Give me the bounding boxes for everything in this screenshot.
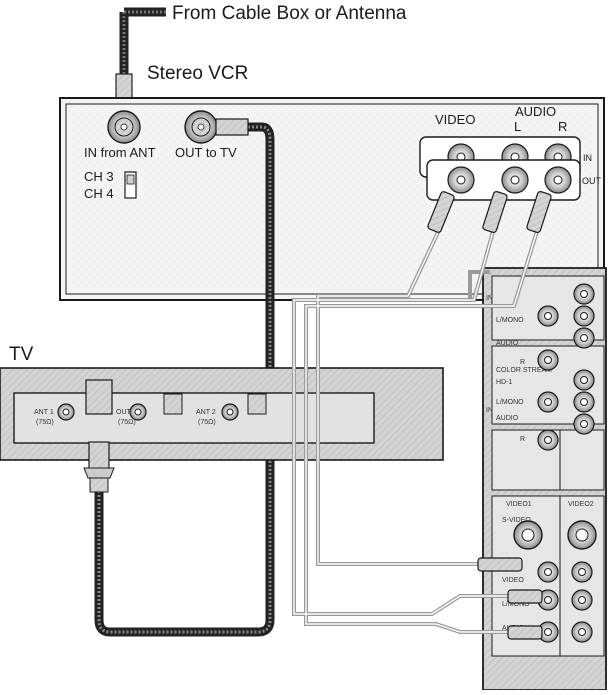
source-cable [115, 7, 166, 101]
component-pb-jack-2 [573, 391, 595, 413]
rca-plug-video [427, 191, 455, 233]
tv-out-jack [129, 403, 147, 421]
tv-panel-color-stream: COLOR STREAM [496, 367, 552, 374]
rca-plug-audio-l [482, 190, 508, 234]
vcr-out-to-tv-label: OUT to TV [175, 145, 237, 160]
tv-panel-video: VIDEO [502, 577, 524, 584]
vcr-to-tv-coax [94, 118, 275, 637]
vcr-out-to-tv-jack [184, 110, 218, 144]
component-pr-jack-2 [573, 413, 595, 435]
tv-panel-lmono-1: L/MONO [496, 317, 524, 324]
tv-panel-lmono-2: L/MONO [496, 399, 524, 406]
vcr-ch4-label: CH 4 [84, 186, 114, 201]
tv-panel-r-2: R [520, 436, 525, 443]
audio-r-jack-2 [537, 429, 559, 451]
vcr-video-label: VIDEO [435, 112, 475, 127]
svideo-jack-2 [567, 520, 597, 550]
coax-connector [115, 73, 133, 101]
audio-r-jack-4 [571, 621, 593, 643]
tv-panel-in1: IN [486, 295, 493, 302]
component-pb-jack-1 [573, 305, 595, 327]
vcr-audio-label: AUDIO [515, 104, 556, 119]
vcr-audio-l-label: L [514, 119, 521, 134]
tv-panel-video2: VIDEO2 [568, 501, 594, 508]
vcr-in-from-ant-jack [107, 110, 141, 144]
vcr-ch3-label: CH 3 [84, 169, 114, 184]
source-label: From Cable Box or Antenna [172, 3, 407, 24]
vcr-out-audio-r-jack [544, 166, 572, 194]
video-jack-1 [537, 561, 559, 583]
tv-panel-svideo: S-VIDEO [502, 517, 531, 524]
tv-panel-in2: IN [486, 407, 493, 414]
audio-l-jack-4 [571, 589, 593, 611]
tv-panel-audio-1: AUDIO [496, 340, 519, 347]
tv-panel-video1: VIDEO1 [506, 501, 532, 508]
tv-out-ohm: (75Ω) [118, 419, 136, 426]
audio-l-jack-1 [537, 305, 559, 327]
rca-plug-tv-video [477, 557, 523, 572]
vcr-audio-r-label: R [558, 119, 567, 134]
tv-panel-hd1: HD-1 [496, 379, 512, 386]
vcr-title: Stereo VCR [147, 63, 248, 84]
tv-panel-r-1: R [520, 359, 525, 366]
tv-ant2-jack [221, 403, 239, 421]
tv-coax-plug [83, 441, 115, 493]
tv-panel-lmono-3: L/MONO [502, 601, 530, 608]
tv-panel-audio-2: AUDIO [496, 415, 519, 422]
video-jack-2 [571, 561, 593, 583]
tv-out-label: OUT [116, 409, 132, 416]
component-y-jack-2 [573, 369, 595, 391]
tv-ant1-label: ANT 1 [34, 409, 54, 416]
rca-plug-audio-r [526, 190, 552, 234]
tv-title: TV [9, 344, 34, 365]
audio-l-jack-2 [537, 391, 559, 413]
ch-switch-knob [126, 174, 135, 185]
vcr-in-from-ant-label: IN from ANT [84, 145, 156, 160]
tv-rear-strip [0, 367, 444, 461]
vcr-out-audio-l-jack [501, 166, 529, 194]
svideo-jack-1 [513, 520, 543, 550]
tv-ant1-ohm: (75Ω) [36, 419, 54, 426]
audio-r-jack-1 [537, 349, 559, 371]
vcr-out-video-jack [447, 166, 475, 194]
tv-panel-jacks [513, 283, 597, 643]
vcr-out-label: OUT [582, 176, 602, 186]
av-cables-core [293, 227, 540, 633]
tv-ant1-jack [57, 403, 75, 421]
rca-plug-tv-audio-l [507, 589, 543, 604]
tv-ant2-label: ANT 2 [196, 409, 216, 416]
rca-plug-tv-audio-r [507, 625, 543, 640]
tv-ant2-ohm: (75Ω) [198, 419, 216, 426]
component-y-jack-1 [573, 283, 595, 305]
component-pr-jack-1 [573, 327, 595, 349]
ch-switch [124, 171, 137, 199]
vcr-in-label: IN [583, 153, 592, 163]
